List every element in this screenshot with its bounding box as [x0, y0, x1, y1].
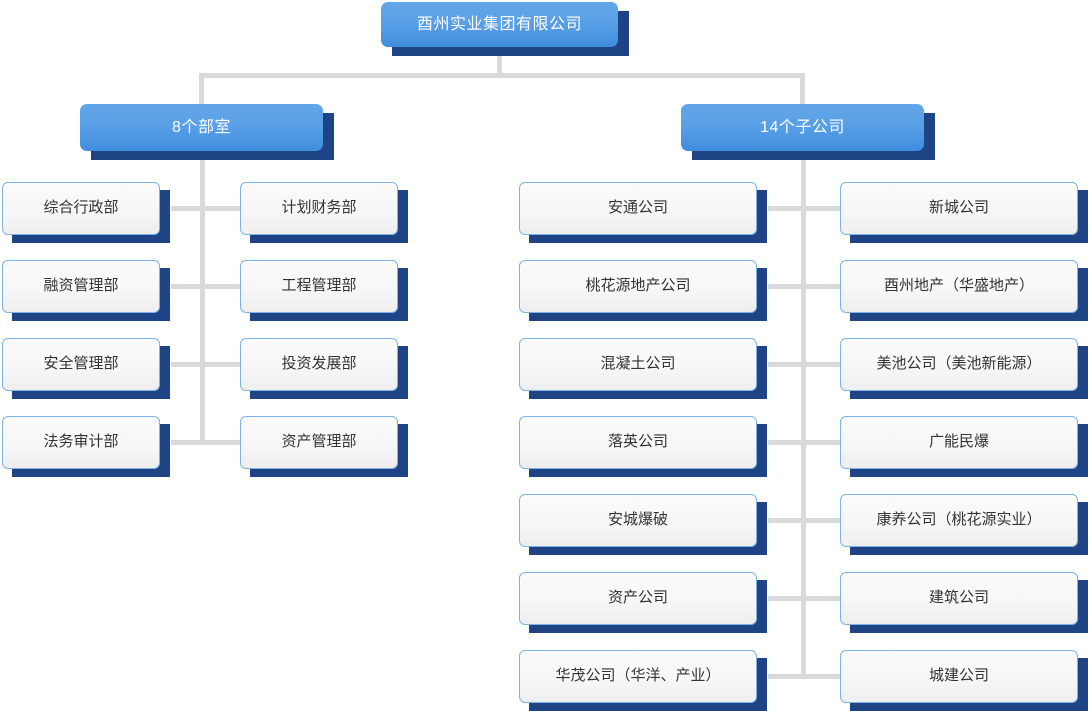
leaf-node-subsidiaries-right-6[interactable]: 城建公司 [840, 650, 1088, 711]
leaf-node-subsidiaries-left-0-face: 安通公司 [519, 182, 757, 235]
connector-subsidiaries-rung-left-1 [768, 284, 808, 289]
connector-subsidiaries-rung-right-6 [801, 674, 843, 679]
leaf-node-subsidiaries-left-3[interactable]: 落英公司 [519, 416, 767, 477]
connector-subsidiaries-rung-right-4 [801, 518, 843, 523]
leaf-node-departments-left-2[interactable]: 安全管理部 [2, 338, 170, 399]
leaf-node-subsidiaries-right-4-face: 康养公司（桃花源实业） [840, 494, 1078, 547]
leaf-node-subsidiaries-left-3-face: 落英公司 [519, 416, 757, 469]
connector-subsidiaries-rung-left-0 [768, 206, 808, 211]
leaf-node-subsidiaries-right-2-face: 美池公司（美池新能源） [840, 338, 1078, 391]
root-node-face: 酉州实业集团有限公司 [381, 2, 618, 47]
connector-top-bar [199, 73, 805, 78]
connector-subsidiaries-rung-right-1 [801, 284, 843, 289]
leaf-node-subsidiaries-right-3-face: 广能民爆 [840, 416, 1078, 469]
connector-departments-rung-left-3 [171, 440, 207, 445]
leaf-node-departments-left-0-face: 综合行政部 [2, 182, 160, 235]
leaf-node-departments-left-3-face: 法务审计部 [2, 416, 160, 469]
connector-subsidiaries-rung-left-5 [768, 596, 808, 601]
connector-root-stem [497, 47, 502, 73]
connector-departments-rung-right-2 [200, 362, 243, 367]
connector-branch-left-drop [199, 73, 204, 104]
connector-subsidiaries-rung-right-5 [801, 596, 843, 601]
leaf-node-subsidiaries-left-4[interactable]: 安城爆破 [519, 494, 767, 555]
leaf-node-subsidiaries-right-1-face: 酉州地产（华盛地产） [840, 260, 1078, 313]
leaf-node-subsidiaries-left-1[interactable]: 桃花源地产公司 [519, 260, 767, 321]
leaf-node-departments-left-1-face: 融资管理部 [2, 260, 160, 313]
connector-subsidiaries-rung-left-4 [768, 518, 808, 523]
connector-departments-spine [200, 151, 205, 443]
leaf-node-departments-left-0[interactable]: 综合行政部 [2, 182, 170, 243]
connector-subsidiaries-spine [801, 151, 806, 677]
root-node[interactable]: 酉州实业集团有限公司 [381, 2, 629, 56]
leaf-node-departments-right-3[interactable]: 资产管理部 [240, 416, 408, 477]
leaf-node-subsidiaries-right-5-face: 建筑公司 [840, 572, 1078, 625]
leaf-node-subsidiaries-right-6-face: 城建公司 [840, 650, 1078, 703]
leaf-node-subsidiaries-left-2-face: 混凝土公司 [519, 338, 757, 391]
leaf-node-departments-right-2[interactable]: 投资发展部 [240, 338, 408, 399]
leaf-node-subsidiaries-right-1[interactable]: 酉州地产（华盛地产） [840, 260, 1088, 321]
connector-departments-rung-right-0 [200, 206, 243, 211]
connector-departments-rung-left-1 [171, 284, 207, 289]
connector-subsidiaries-rung-left-3 [768, 440, 808, 445]
branch-node-subsidiaries[interactable]: 14个子公司 [681, 104, 935, 160]
connector-departments-rung-right-3 [200, 440, 243, 445]
connector-subsidiaries-rung-right-3 [801, 440, 843, 445]
leaf-node-departments-right-0[interactable]: 计划财务部 [240, 182, 408, 243]
connector-subsidiaries-rung-right-0 [801, 206, 843, 211]
connector-subsidiaries-rung-right-2 [801, 362, 843, 367]
leaf-node-subsidiaries-left-5[interactable]: 资产公司 [519, 572, 767, 633]
leaf-node-departments-left-1[interactable]: 融资管理部 [2, 260, 170, 321]
leaf-node-subsidiaries-right-2[interactable]: 美池公司（美池新能源） [840, 338, 1088, 399]
leaf-node-subsidiaries-left-1-face: 桃花源地产公司 [519, 260, 757, 313]
connector-subsidiaries-rung-left-2 [768, 362, 808, 367]
branch-node-departments[interactable]: 8个部室 [80, 104, 334, 160]
leaf-node-subsidiaries-left-2[interactable]: 混凝土公司 [519, 338, 767, 399]
branch-node-departments-face: 8个部室 [80, 104, 323, 151]
leaf-node-departments-right-1-face: 工程管理部 [240, 260, 398, 313]
leaf-node-departments-right-0-face: 计划财务部 [240, 182, 398, 235]
leaf-node-subsidiaries-right-4[interactable]: 康养公司（桃花源实业） [840, 494, 1088, 555]
leaf-node-departments-left-3[interactable]: 法务审计部 [2, 416, 170, 477]
leaf-node-departments-right-1[interactable]: 工程管理部 [240, 260, 408, 321]
connector-departments-rung-right-1 [200, 284, 243, 289]
leaf-node-departments-left-2-face: 安全管理部 [2, 338, 160, 391]
leaf-node-subsidiaries-left-4-face: 安城爆破 [519, 494, 757, 547]
connector-departments-rung-left-2 [171, 362, 207, 367]
leaf-node-subsidiaries-right-5[interactable]: 建筑公司 [840, 572, 1088, 633]
leaf-node-subsidiaries-left-0[interactable]: 安通公司 [519, 182, 767, 243]
branch-node-subsidiaries-face: 14个子公司 [681, 104, 924, 151]
connector-subsidiaries-rung-left-6 [768, 674, 808, 679]
leaf-node-subsidiaries-left-5-face: 资产公司 [519, 572, 757, 625]
connector-branch-right-drop [800, 73, 805, 104]
leaf-node-subsidiaries-left-6-face: 华茂公司（华洋、产业） [519, 650, 757, 703]
leaf-node-subsidiaries-right-3[interactable]: 广能民爆 [840, 416, 1088, 477]
leaf-node-departments-right-2-face: 投资发展部 [240, 338, 398, 391]
leaf-node-departments-right-3-face: 资产管理部 [240, 416, 398, 469]
connector-departments-rung-left-0 [171, 206, 207, 211]
leaf-node-subsidiaries-right-0-face: 新城公司 [840, 182, 1078, 235]
leaf-node-subsidiaries-right-0[interactable]: 新城公司 [840, 182, 1088, 243]
leaf-node-subsidiaries-left-6[interactable]: 华茂公司（华洋、产业） [519, 650, 767, 711]
